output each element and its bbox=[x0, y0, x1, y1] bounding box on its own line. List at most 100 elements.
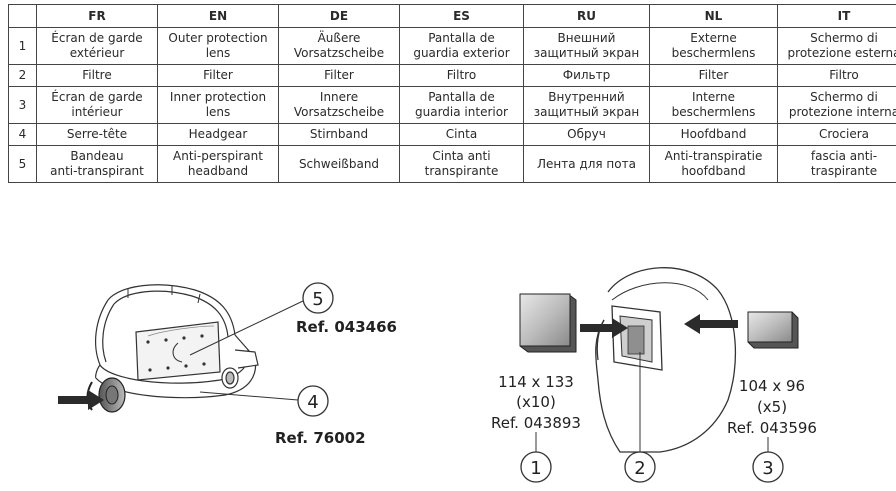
cell-line: Внешний bbox=[557, 31, 616, 45]
cell-line: lens bbox=[205, 105, 231, 119]
cell-line: beschermlens bbox=[671, 46, 756, 60]
outer-lens-size: 114 x 133 bbox=[498, 373, 574, 391]
inner-lens-drawing bbox=[747, 311, 799, 349]
callout-2: 2 bbox=[624, 451, 656, 483]
inner-lens-ref: Ref. 043596 bbox=[727, 419, 817, 437]
cell-line: intérieur bbox=[71, 105, 123, 119]
filter-cartridge-drawing bbox=[611, 305, 663, 371]
header-cell-de: DE bbox=[278, 4, 400, 28]
cell-line: guardia interior bbox=[415, 105, 508, 119]
svg-text:2: 2 bbox=[634, 458, 645, 479]
cell-line: Écran de garde bbox=[51, 90, 143, 104]
sweatband-pad bbox=[135, 321, 221, 381]
inner-lens-size: 104 x 96 bbox=[739, 377, 805, 395]
cell-line: beschermlens bbox=[671, 105, 756, 119]
cell-line: Filter bbox=[324, 68, 354, 82]
cell-line: Vorsatzscheibe bbox=[293, 105, 385, 119]
cell-line: Filtro bbox=[829, 68, 859, 82]
callout-3: 3 bbox=[752, 451, 784, 483]
cell-line: Schermo di bbox=[810, 31, 878, 45]
cell-line: traspirante bbox=[810, 164, 878, 178]
cell-line: Vorsatzscheibe bbox=[293, 46, 385, 60]
cell-line: защитный экран bbox=[533, 105, 640, 119]
cell-line: Filtre bbox=[82, 68, 112, 82]
cell-line: Écran de garde bbox=[51, 31, 143, 45]
row-number-cell: 5 bbox=[8, 145, 37, 183]
cell-line: protezione interna bbox=[788, 105, 896, 119]
cell-line: Schermo di bbox=[810, 90, 878, 104]
cell-line: Äußere bbox=[317, 31, 361, 45]
insert-inner-arrow-icon bbox=[684, 314, 738, 334]
svg-text:4: 4 bbox=[307, 392, 318, 413]
cell-line: headband bbox=[187, 164, 249, 178]
table-cell: Лента для пота bbox=[523, 145, 650, 183]
table-cell: Serre-tête bbox=[36, 123, 158, 146]
welding-helmet-drawing bbox=[595, 267, 736, 453]
cell-line: защитный экран bbox=[533, 46, 640, 60]
callout-1: 1 bbox=[520, 451, 552, 483]
callout-5: 5 bbox=[302, 282, 334, 314]
cell-line: Лента для пота bbox=[537, 156, 636, 171]
ref-headgear: Ref. 76002 bbox=[275, 429, 366, 447]
table-cell: Filtro bbox=[777, 64, 896, 87]
table-cell: Filtro bbox=[399, 64, 524, 87]
cell-line: Pantalla de bbox=[428, 31, 495, 45]
cell-line: extérieur bbox=[69, 46, 125, 60]
cell-line: protezione esterna bbox=[787, 46, 896, 60]
outer-lens-qty: (x10) bbox=[516, 393, 556, 411]
cell-line: Cinta bbox=[445, 127, 478, 141]
cell-line: Schweißband bbox=[298, 156, 380, 171]
callout-4: 4 bbox=[297, 385, 329, 417]
svg-text:5: 5 bbox=[312, 289, 323, 310]
push-arrow-icon bbox=[58, 390, 104, 410]
cell-line: Anti-perspirant bbox=[173, 149, 263, 163]
cell-line: Anti-transpiratie bbox=[664, 149, 763, 163]
cell-line: anti-transpirant bbox=[50, 164, 144, 178]
cell-line: Inner protection bbox=[169, 90, 267, 104]
cell-line: Headgear bbox=[188, 127, 248, 141]
insert-outer-arrow-icon bbox=[580, 318, 628, 338]
cell-line: lens bbox=[205, 46, 231, 60]
cell-line: Outer protection bbox=[168, 31, 268, 45]
cell-line: Pantalla de bbox=[428, 90, 495, 104]
cell-line: Filtro bbox=[446, 68, 477, 82]
cell-line: Interne bbox=[692, 90, 735, 104]
ref-sweatband: Ref. 043466 bbox=[296, 318, 397, 336]
cell-line: Externe bbox=[690, 31, 737, 45]
header-cell-nl: NL bbox=[649, 4, 778, 28]
svg-text:1: 1 bbox=[530, 458, 541, 479]
cell-line: Hoofdband bbox=[680, 127, 747, 141]
cell-line: Внутренний bbox=[548, 90, 625, 104]
cell-line: guardia exterior bbox=[413, 46, 510, 60]
cell-line: hoofdband bbox=[681, 164, 746, 178]
cell-line: Innere bbox=[319, 90, 359, 104]
inner-lens-qty: (x5) bbox=[757, 398, 787, 416]
ratchet-knob bbox=[86, 377, 126, 413]
cell-line: transpirante bbox=[424, 164, 499, 178]
cell-line: fascia anti- bbox=[810, 149, 878, 163]
svg-text:3: 3 bbox=[762, 458, 773, 479]
cell-line: Filter bbox=[203, 68, 233, 82]
cell-line: Bandeau bbox=[70, 149, 124, 163]
cell-line: Cinta anti bbox=[432, 149, 491, 163]
cell-line: Crociera bbox=[819, 127, 869, 141]
cell-line: Обруч bbox=[567, 127, 606, 141]
cell-line: Stirnband bbox=[309, 127, 369, 141]
table-cell: fascia anti-traspirante bbox=[777, 145, 896, 183]
cell-line: Filter bbox=[698, 68, 729, 82]
